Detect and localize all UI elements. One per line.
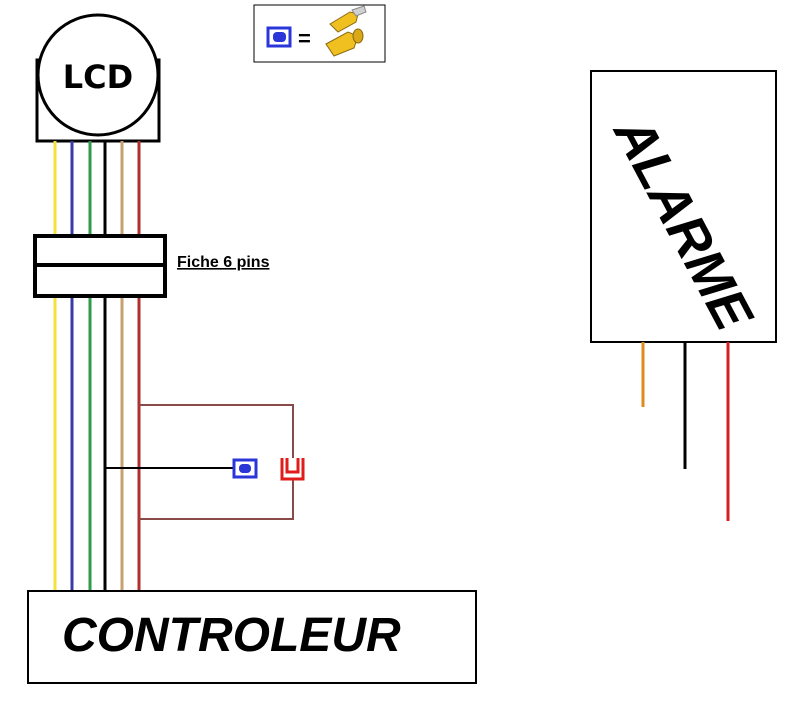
controller-label: CONTROLEUR	[62, 609, 401, 662]
female-connector-icon	[280, 458, 305, 481]
crimp-terminal-icon	[325, 5, 367, 57]
plug-label: Fiche 6 pins	[177, 254, 270, 271]
six-pin-plug	[33, 234, 167, 298]
connector-legend: =	[253, 4, 386, 63]
male-connector-icon	[232, 458, 258, 479]
lcd-wire-bundle	[53, 141, 141, 591]
legend-equals: =	[298, 26, 311, 51]
red-wire-loop	[139, 404, 294, 520]
controller-box	[27, 590, 477, 684]
lcd-label: LCD	[63, 58, 133, 96]
alarm-unit: ALARME	[590, 70, 777, 343]
lcd-circle	[36, 13, 160, 137]
plug-top-half	[33, 234, 167, 267]
alarm-box	[590, 70, 777, 343]
alarm-wire-bundle	[641, 342, 730, 521]
male-connector-icon	[266, 26, 292, 48]
lcd-unit: LCD	[35, 13, 161, 143]
controller-unit: CONTROLEUR	[27, 590, 477, 684]
plug-bottom-half	[33, 263, 167, 298]
